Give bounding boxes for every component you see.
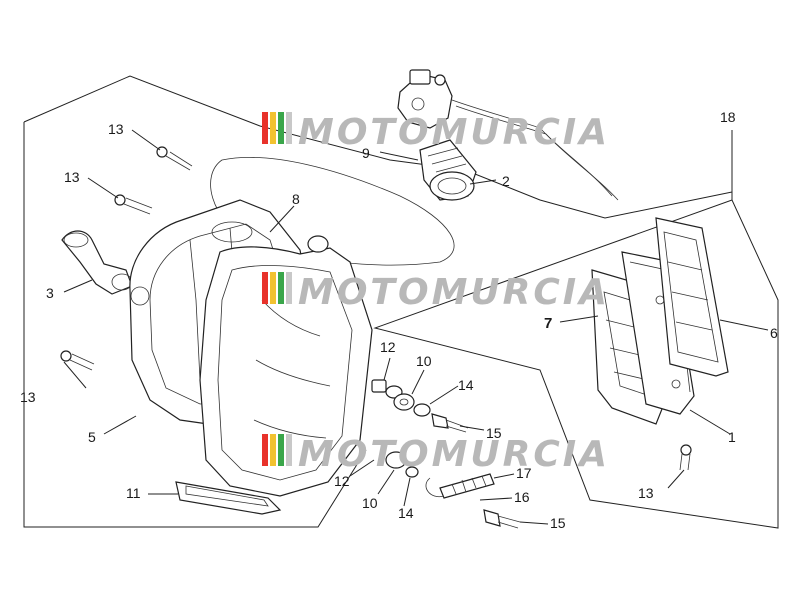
callout-13-lower: 13 xyxy=(20,389,36,405)
intake-sleeve-part xyxy=(419,139,477,201)
svg-text:MOTOMURCIA: MOTOMURCIA xyxy=(298,112,610,153)
callout-9: 9 xyxy=(362,145,370,161)
intake-snorkel-part xyxy=(61,230,133,295)
washer-10-lower xyxy=(385,451,407,469)
callout-15-upper: 15 xyxy=(486,425,502,441)
air-box-cover-part xyxy=(199,235,373,497)
callout-15-lower: 15 xyxy=(550,515,566,531)
bolt-15-upper xyxy=(431,413,469,433)
callout-14-upper: 14 xyxy=(458,377,474,393)
callout-12-lower: 12 xyxy=(334,473,350,489)
seal-part xyxy=(175,481,282,515)
callout-1: 1 xyxy=(728,429,736,445)
callout-13-upper: 13 xyxy=(108,121,124,137)
callout-2: 2 xyxy=(502,173,510,189)
callout-12-upper: 12 xyxy=(380,339,396,355)
bolt-15-lower xyxy=(483,509,521,529)
filter-frame-6-part xyxy=(655,217,729,377)
callout-11: 11 xyxy=(126,485,141,501)
callout-10-upper: 10 xyxy=(416,353,432,369)
carburettor-part xyxy=(397,69,619,201)
screw-13-filter xyxy=(679,444,692,471)
callout-6: 6 xyxy=(770,325,778,341)
callout-17: 17 xyxy=(516,465,532,481)
watermark-middle: MOTOMURCIA xyxy=(262,272,610,313)
screw-13-lower xyxy=(60,350,95,371)
leader-lines xyxy=(63,129,769,525)
washer-10-upper xyxy=(393,393,415,411)
callout-10-lower: 10 xyxy=(362,495,378,511)
callout-8: 8 xyxy=(292,191,300,207)
callout-18: 18 xyxy=(720,109,736,125)
screw-13-upper xyxy=(156,146,193,171)
screw-13-middle xyxy=(114,194,153,215)
callout-14-lower: 14 xyxy=(398,505,414,521)
svg-text:MOTOMURCIA: MOTOMURCIA xyxy=(298,434,610,475)
callout-16: 16 xyxy=(514,489,530,505)
spring-16-part xyxy=(439,473,495,499)
washer-14-upper xyxy=(413,403,431,417)
callout-13-filter: 13 xyxy=(638,485,654,501)
washer-14-lower xyxy=(405,466,419,478)
callout-7: 7 xyxy=(544,315,552,332)
callout-5: 5 xyxy=(88,429,96,445)
callout-3: 3 xyxy=(46,285,54,301)
callout-13-middle: 13 xyxy=(64,169,80,185)
callout-labels: 13 13 13 13 9 2 18 8 3 7 6 12 10 14 15 5… xyxy=(20,109,778,531)
svg-text:MOTOMURCIA: MOTOMURCIA xyxy=(298,272,610,313)
watermark-top: MOTOMURCIA xyxy=(262,112,610,153)
watermark-bottom: MOTOMURCIA xyxy=(262,434,610,475)
